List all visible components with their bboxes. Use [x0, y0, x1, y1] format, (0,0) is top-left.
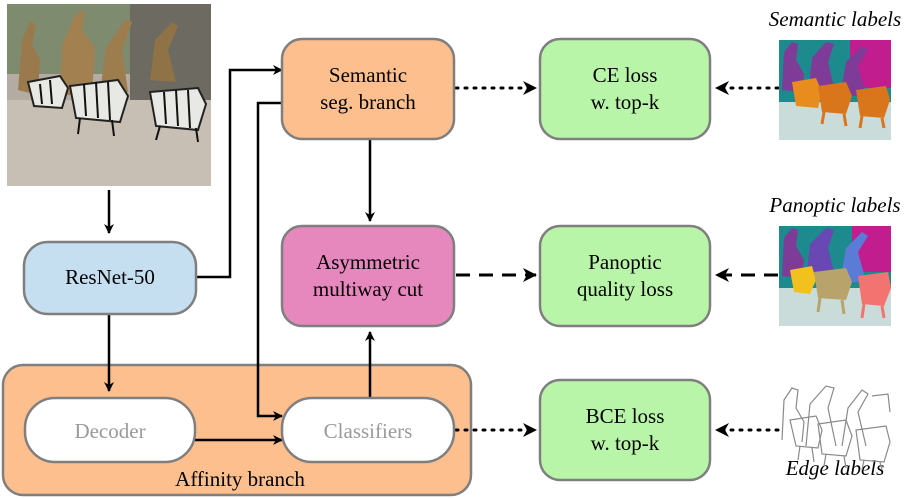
- classifiers-node: Classifiers: [280, 396, 456, 464]
- semantic-branch-node: Semantic seg. branch: [280, 37, 456, 141]
- semantic-labels-caption: Semantic labels: [769, 7, 901, 31]
- semantic-branch-line2: seg. branch: [320, 90, 416, 114]
- bce-loss-node: BCE loss w. top-k: [538, 378, 712, 482]
- multiway-cut-line2: multiway cut: [313, 277, 423, 301]
- ce-loss-line2: w. top-k: [591, 90, 660, 114]
- semantic-label-map-icon: [779, 40, 891, 140]
- panoptic-loss-line2: quality loss: [577, 277, 673, 301]
- decoder-label: Decoder: [74, 419, 145, 443]
- panoptic-label-map-icon: [779, 226, 891, 326]
- multiway-cut-node: Asymmetric multiway cut: [280, 224, 456, 328]
- resnet-node: ResNet-50: [22, 240, 198, 316]
- edge-label-map-icon: [781, 385, 891, 471]
- semantic-branch-line1: Semantic: [329, 63, 407, 87]
- decoder-node: Decoder: [23, 396, 197, 464]
- edge-labels-caption: Edge labels: [785, 456, 885, 480]
- panoptic-loss-node: Panoptic quality loss: [538, 224, 712, 328]
- affinity-branch-label: Affinity branch: [175, 467, 305, 491]
- input-photo: [7, 4, 211, 186]
- resnet-label: ResNet-50: [65, 265, 155, 289]
- ce-loss-node: CE loss w. top-k: [538, 37, 712, 141]
- multiway-cut-line1: Asymmetric: [316, 250, 420, 274]
- panoptic-loss-line1: Panoptic: [588, 250, 662, 274]
- classifiers-label: Classifiers: [324, 419, 413, 443]
- ce-loss-line1: CE loss: [593, 63, 658, 87]
- bce-loss-line1: BCE loss: [586, 404, 665, 428]
- bce-loss-line2: w. top-k: [591, 431, 660, 455]
- panoptic-labels-caption: Panoptic labels: [768, 193, 900, 217]
